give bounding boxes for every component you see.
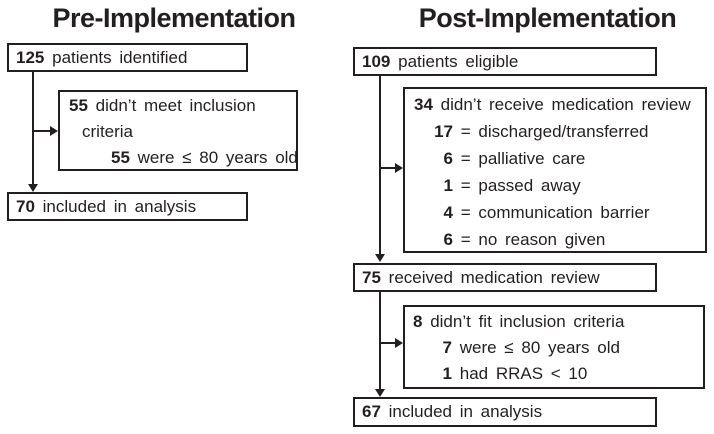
post-branch-arrow-2-line	[380, 342, 396, 344]
post-excluded-reason: 7 were ≤ 80 years old	[442, 338, 620, 357]
pre-excluded-box: 55 didn’t meet inclusion criteria 55 wer…	[58, 90, 298, 171]
post-no-review-reason: 4 = communication barrier	[443, 203, 650, 222]
pre-included-box: 70 included in analysis	[7, 192, 248, 221]
post-title: Post-Implementation	[418, 3, 677, 33]
post-excluded-header: 8 didn’t fit inclusion criteria	[413, 312, 625, 331]
post-eligible-box: 109 patients eligible	[353, 47, 657, 76]
pre-excluded-reason-count: 55	[111, 148, 130, 167]
post-no-review-reason: 1 = passed away	[443, 176, 581, 195]
pre-excluded-reason: 55 were ≤ 80 years old	[111, 148, 298, 167]
post-excluded-count: 8	[413, 312, 423, 331]
pre-excluded-header-wrap: criteria	[82, 122, 134, 141]
post-review-count: 75	[362, 268, 381, 287]
post-review-box: 75 received medication review	[353, 263, 657, 292]
post-excluded-box: 8 didn’t fit inclusion criteria 7 were ≤…	[403, 305, 705, 389]
post-no-review-count: 34	[414, 95, 433, 114]
post-included-count: 67	[362, 402, 381, 421]
pre-included-count: 70	[16, 197, 35, 216]
post-no-review-reason: 6 = palliative care	[443, 149, 586, 168]
post-down-arrowhead-2-icon	[375, 389, 385, 397]
post-down-arrowhead-1-icon	[375, 254, 385, 262]
pre-title: Pre-Implementation	[52, 3, 296, 33]
post-eligible-count: 109	[362, 52, 391, 71]
pre-branch-arrowhead-icon	[50, 126, 58, 136]
post-review-label: received medication review	[388, 268, 600, 287]
pre-excluded-header: 55 didn’t meet inclusion	[69, 96, 256, 115]
post-included-box: 67 included in analysis	[353, 397, 657, 427]
pre-branch-arrow-line	[33, 130, 51, 132]
post-no-review-header: 34 didn’t receive medication review	[414, 95, 691, 114]
post-eligible-label: patients eligible	[398, 52, 519, 71]
pre-identified-label: patients identified	[52, 48, 188, 67]
pre-included-label: included in analysis	[42, 197, 197, 216]
pre-down-arrowhead-icon	[28, 184, 38, 192]
pre-excluded-count: 55	[69, 96, 88, 115]
post-no-review-reason: 6 = no reason given	[443, 230, 606, 249]
post-no-review-reason: 17 = discharged/transferred	[434, 122, 649, 141]
pre-down-arrow-line	[32, 72, 34, 185]
pre-identified-count: 125	[16, 48, 45, 67]
post-branch-arrowhead-1-icon	[395, 163, 403, 173]
pre-identified-box: 125 patients identified	[7, 43, 248, 72]
post-down-arrow-2-line	[379, 292, 381, 389]
post-branch-arrow-1-line	[380, 167, 396, 169]
post-excluded-reason: 1 had RRAS < 10	[442, 364, 588, 383]
post-no-review-box: 34 didn’t receive medication review 17 =…	[403, 87, 707, 253]
post-branch-arrowhead-2-icon	[395, 338, 403, 348]
post-down-arrow-1-line	[379, 76, 381, 255]
post-included-label: included in analysis	[388, 402, 543, 421]
